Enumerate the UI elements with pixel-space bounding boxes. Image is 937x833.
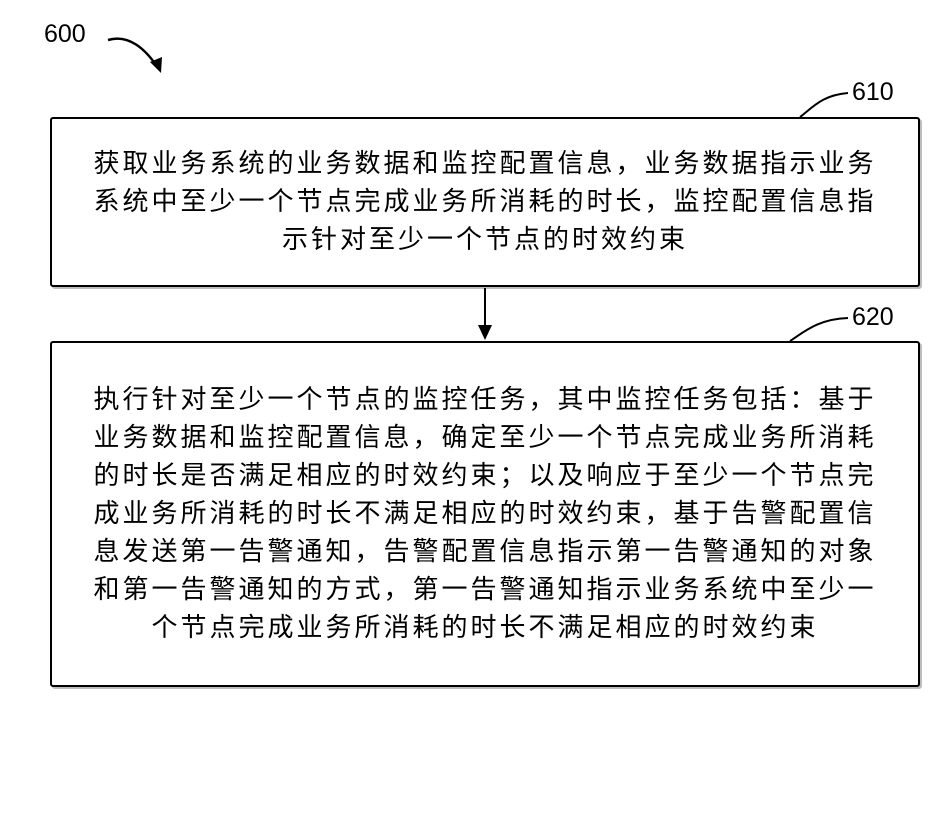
step-610-leader-line [800, 93, 848, 117]
step-620-leader-line [790, 318, 848, 341]
flow-connector-arrowhead-icon [478, 325, 492, 340]
figure-ref-arrow [108, 39, 158, 68]
